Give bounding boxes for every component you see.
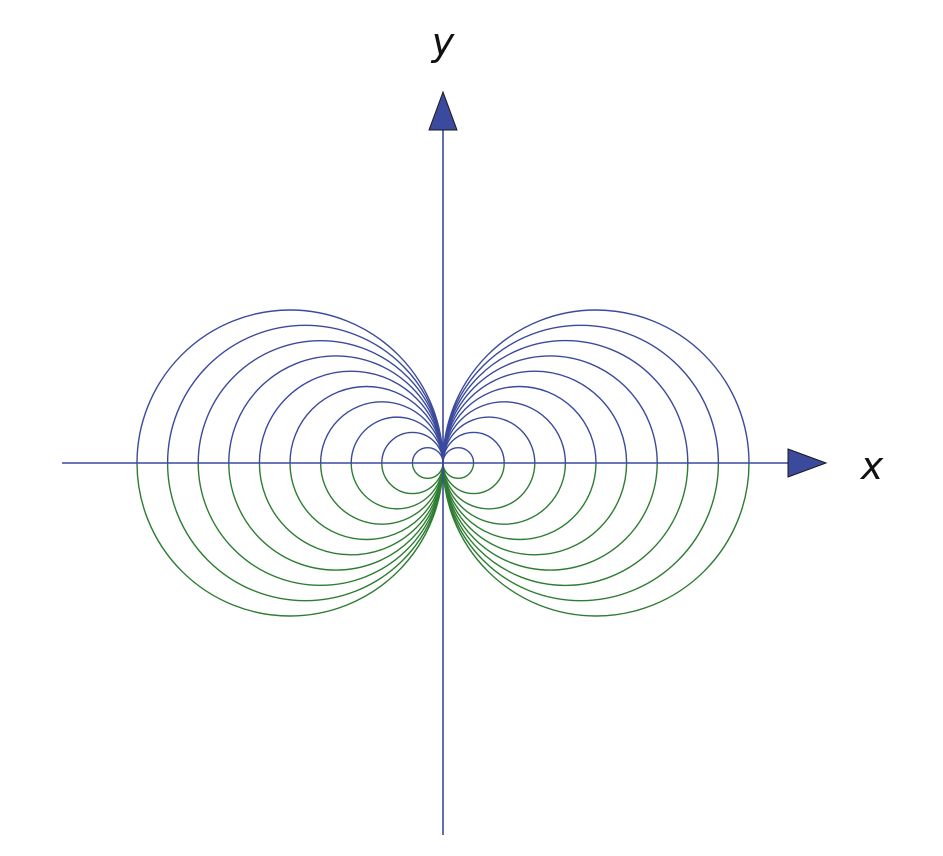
lower-arc-group	[136, 462, 750, 617]
lower-left-arc	[411, 462, 444, 479]
lower-right-arc	[442, 462, 536, 510]
upper-right-arc	[442, 370, 628, 464]
upper-right-arc	[442, 447, 475, 464]
lower-right-arc	[442, 462, 720, 602]
lower-right-arc	[442, 462, 597, 541]
upper-left-arc	[411, 447, 444, 464]
upper-left-arc	[381, 431, 444, 464]
lower-right-arc	[442, 462, 658, 571]
lower-left-arc	[319, 462, 444, 525]
upper-right-arc	[442, 339, 689, 464]
upper-left-arc	[319, 401, 444, 464]
upper-right-arc	[442, 431, 505, 464]
upper-left-arc	[136, 309, 444, 464]
lower-left-arc	[289, 462, 444, 541]
lower-left-arc	[350, 462, 444, 510]
x-axis-label: x	[860, 444, 884, 488]
lower-left-arc	[258, 462, 444, 556]
y-axis-arrowhead	[428, 90, 458, 131]
upper-left-arc	[197, 339, 444, 464]
upper-left-arc	[258, 370, 444, 464]
lower-right-arc	[442, 462, 750, 617]
x-axis-arrowhead	[787, 448, 828, 478]
lower-right-arc	[442, 462, 689, 587]
lower-left-arc	[166, 462, 444, 602]
upper-right-arc	[442, 385, 597, 464]
upper-left-arc	[228, 355, 444, 464]
lower-right-arc	[442, 462, 505, 495]
y-axis-label: y	[431, 20, 455, 64]
upper-right-arc	[442, 355, 658, 464]
upper-left-arc	[166, 324, 444, 464]
upper-right-arc	[442, 416, 536, 464]
upper-left-arc	[350, 416, 444, 464]
lower-right-arc	[442, 462, 567, 525]
upper-right-arc	[442, 324, 720, 464]
upper-arc-group	[136, 309, 750, 464]
lower-left-arc	[228, 462, 444, 571]
upper-right-arc	[442, 401, 567, 464]
upper-left-arc	[289, 385, 444, 464]
lower-left-arc	[197, 462, 444, 587]
lower-right-arc	[442, 462, 475, 479]
lower-right-arc	[442, 462, 628, 556]
lower-left-arc	[381, 462, 444, 495]
lower-left-arc	[136, 462, 444, 617]
upper-right-arc	[442, 309, 750, 464]
